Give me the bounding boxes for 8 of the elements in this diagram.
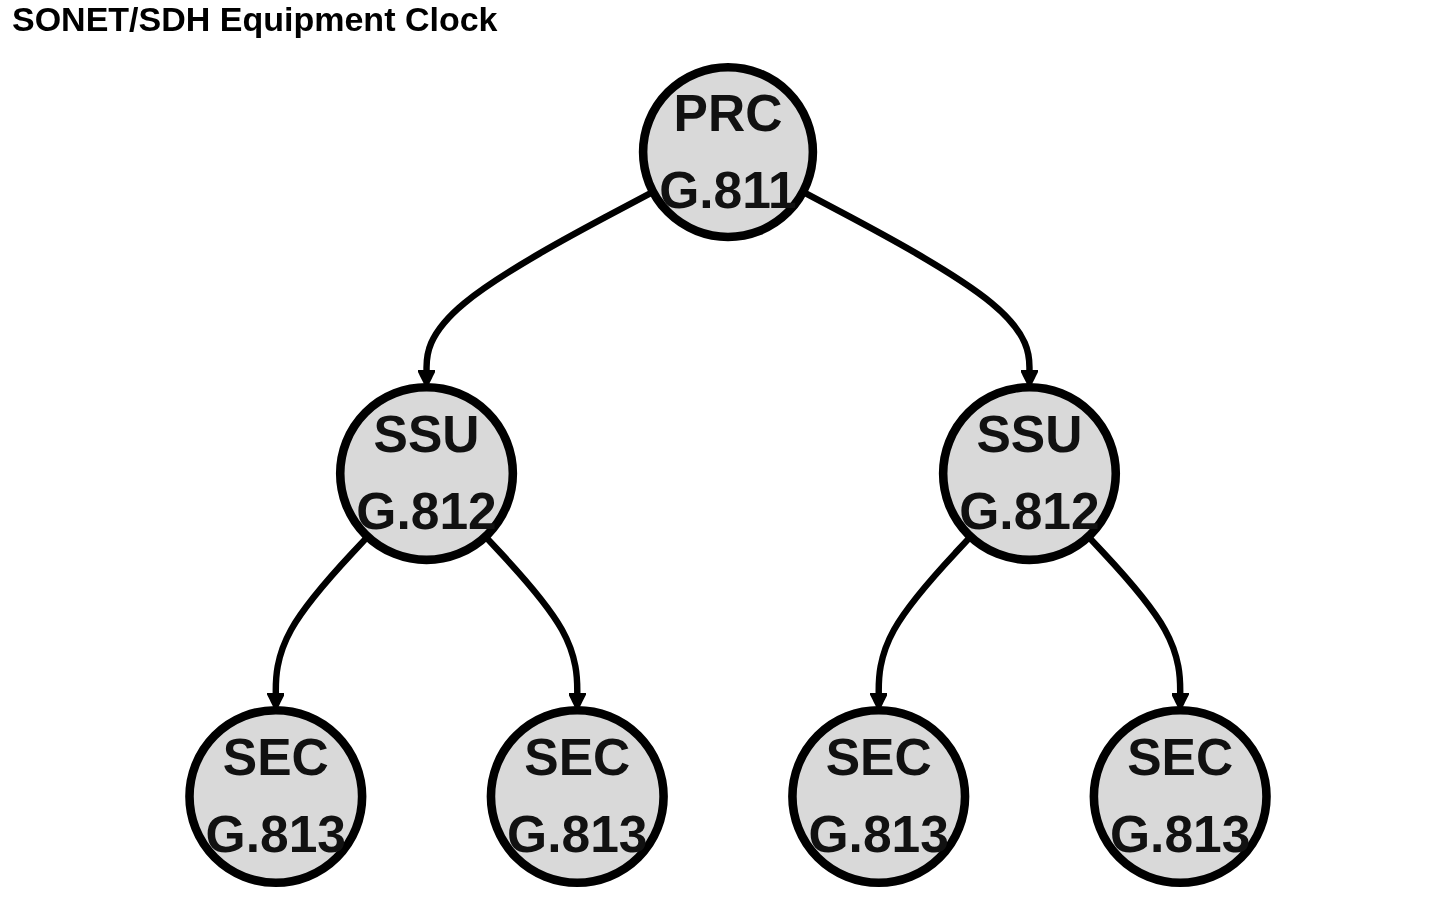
node-circle: PRC G.811	[638, 62, 818, 242]
node-circle: SEC G.813	[185, 705, 367, 888]
node-circle: SEC G.813	[486, 705, 668, 888]
node-circle: SEC G.813	[788, 705, 970, 888]
node-circle: SSU G.812	[335, 382, 518, 565]
node-circle: SSU G.812	[938, 382, 1121, 565]
diagram-title: SONET/SDH Equipment Clock	[12, 0, 498, 39]
node-circle: SEC G.813	[1089, 705, 1271, 888]
